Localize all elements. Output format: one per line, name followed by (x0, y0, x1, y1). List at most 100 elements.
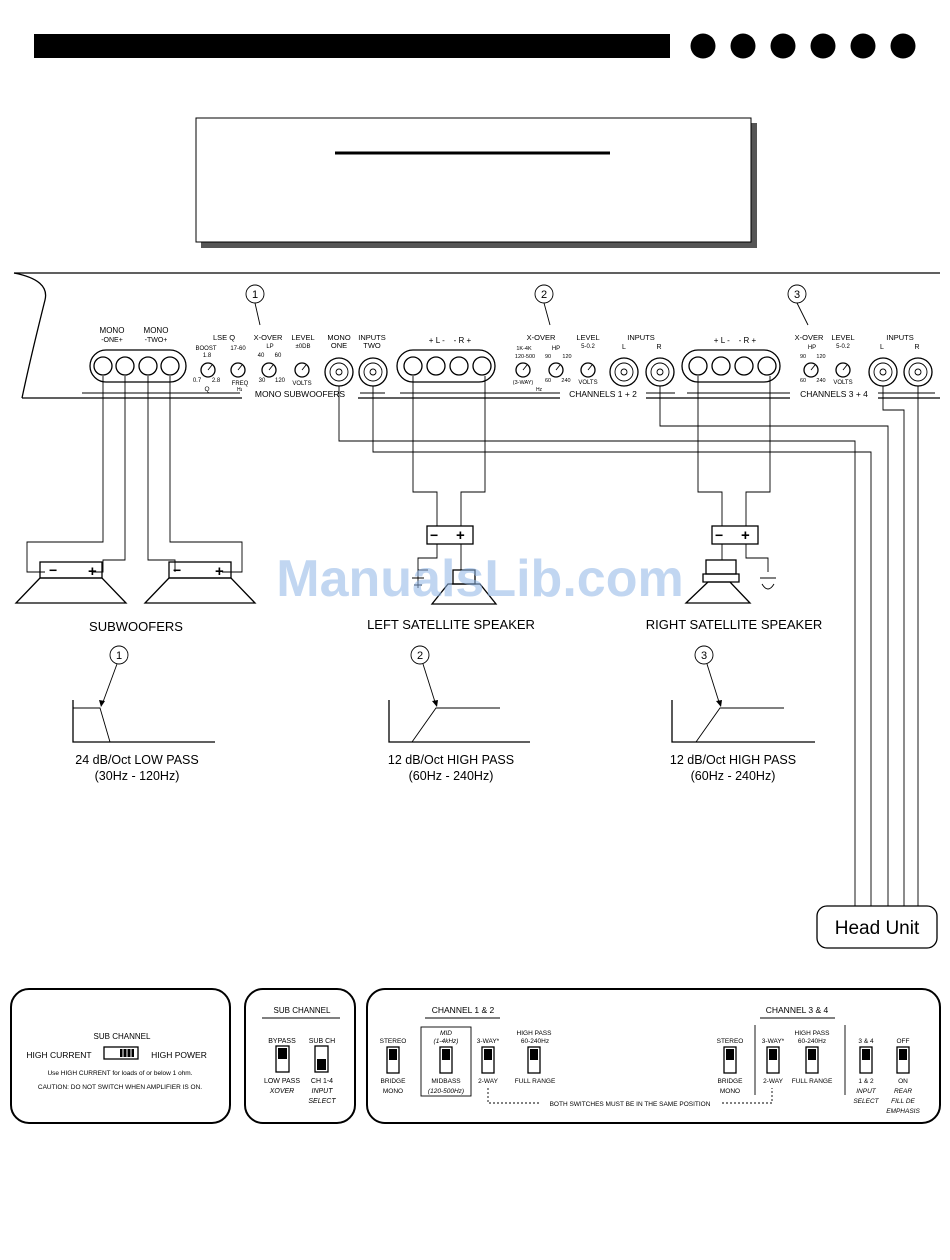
sub-select-caption: SELECT (308, 1098, 336, 1105)
ch34-highpass-switch[interactable] (805, 1046, 819, 1074)
header-dot (890, 33, 916, 59)
right-satellite-label: RIGHT SATELLITE SPEAKER (646, 617, 823, 632)
head-unit-box (816, 905, 938, 949)
header-dot (810, 33, 836, 59)
ch12-hz: Hz (536, 387, 543, 393)
ch12-three-way-label: 3-WAY* (477, 1038, 500, 1045)
header-dot (690, 33, 716, 59)
ch12-bridge-label: BRIDGE (381, 1078, 407, 1085)
header-dot (770, 33, 796, 59)
sub-input-caption: INPUT (312, 1088, 334, 1095)
terminal-mono-two-neg[interactable] (138, 356, 158, 376)
ch12-inputs-label: INPUTS (627, 333, 655, 342)
mono-level-knob[interactable] (294, 362, 310, 378)
ch34-hp-60: 60 (800, 378, 806, 384)
input-select-switch[interactable] (859, 1046, 873, 1074)
midbass-range-label: (120-500Hz) (428, 1088, 464, 1095)
ch12-3way-knob[interactable] (515, 362, 531, 378)
ch12-hp-label: HP (552, 346, 560, 352)
lp-30: 30 (259, 378, 266, 384)
ch12-high-pass-label: HIGH PASS (517, 1030, 553, 1037)
lse-freq-knob[interactable] (230, 362, 246, 378)
ch34-input-l-label: L (880, 344, 884, 351)
ch12-input-r-label: R (656, 344, 661, 351)
terminal-r-pos[interactable] (472, 356, 492, 376)
rear-fill-switch[interactable] (896, 1046, 910, 1074)
ch34-level-knob[interactable] (835, 362, 851, 378)
ch12-xover-label: X-OVER (527, 333, 556, 342)
svg-text:3: 3 (701, 650, 707, 662)
terminal-l-neg[interactable] (426, 356, 446, 376)
curve-high-pass-1: 2 12 dB/Oct HIGH PASS (60Hz - 240Hz) (388, 645, 530, 783)
ch12-stereo-bridge-switch[interactable] (386, 1046, 400, 1074)
ch12-full-range-label: FULL RANGE (515, 1078, 556, 1085)
ch12-level-knob[interactable] (580, 362, 596, 378)
svg-text:1: 1 (252, 289, 258, 301)
subwoofer-2: − + (143, 561, 257, 604)
freq-range: 17-60 (230, 346, 246, 352)
ch12-way-switch[interactable] (481, 1046, 495, 1074)
lp-40: 40 (258, 353, 265, 359)
curve-low-pass: 1 24 dB/Oct LOW PASS (30Hz - 120Hz) (72, 645, 215, 783)
mid-midbass-group (420, 1026, 472, 1097)
ch34-title: CHANNEL 3 & 4 (766, 1005, 829, 1015)
curve-high-pass-2: 3 12 dB/Oct HIGH PASS (60Hz - 240Hz) (670, 645, 815, 783)
terminal-mono-two-pos[interactable] (160, 356, 180, 376)
boost-value: 1.8 (203, 353, 212, 359)
mono-level-volts: VOLTS (292, 381, 311, 387)
mono-xover-knob[interactable] (261, 362, 277, 378)
ch34-bridge-label: BRIDGE (718, 1078, 744, 1085)
watermark: ManualsLib.com (276, 550, 683, 608)
ch34-stereo-bridge-switch[interactable] (723, 1046, 737, 1074)
right-satellite-speaker: − + (684, 525, 776, 604)
rca-ch34-left[interactable] (868, 357, 898, 387)
rca-mono-one[interactable] (324, 357, 354, 387)
mono-two-polarity: -TWO+ (145, 337, 168, 344)
ch34-hp-90: 90 (800, 354, 806, 360)
rca-mono-two[interactable] (358, 357, 388, 387)
ch12-highpass-switch[interactable] (527, 1046, 541, 1074)
terminal-r-neg-34[interactable] (734, 356, 754, 376)
ch34-level-range: 5-0.2 (836, 344, 850, 350)
ch34-stereo-label: STEREO (717, 1038, 744, 1045)
terminal-mono-one-pos[interactable] (115, 356, 135, 376)
mid-midbass-switch[interactable] (439, 1046, 453, 1074)
terminal-l-pos[interactable] (403, 356, 423, 376)
bypass-lowpass-switch[interactable] (275, 1045, 290, 1073)
high-current-power-switch[interactable] (103, 1046, 139, 1060)
ch34-two-way-label: 2-WAY (763, 1078, 784, 1085)
curve-high-pass-1-title: 12 dB/Oct HIGH PASS (388, 753, 514, 767)
rca-ch12-right[interactable] (645, 357, 675, 387)
mono-one-polarity: -ONE+ (101, 337, 123, 344)
terminal-r-pos-34[interactable] (757, 356, 777, 376)
rca-ch34-right[interactable] (903, 357, 933, 387)
ch12-hp-knob[interactable] (548, 362, 564, 378)
header-bar (34, 34, 670, 58)
curve-low-pass-title: 24 dB/Oct LOW PASS (75, 753, 198, 767)
q-min: 0.7 (193, 378, 202, 384)
terminal-l-pos-34[interactable] (688, 356, 708, 376)
lse-q-knob[interactable] (200, 362, 216, 378)
ch34-three-way-label: 3-WAY* (762, 1038, 785, 1045)
terminal-r-neg[interactable] (449, 356, 469, 376)
ch34-hp-120: 120 (816, 354, 825, 360)
left-satellite-label: LEFT SATELLITE SPEAKER (367, 617, 535, 632)
section-marker-2: 2 (534, 284, 554, 326)
mono-xover-label: X-OVER (254, 333, 283, 342)
boost-label: BOOST (195, 346, 216, 352)
sub-channel-xover-panel: SUB CHANNEL BYPASS LOW PASS XOVER SUB CH… (244, 988, 356, 1124)
sub-ch-input-switch[interactable] (314, 1045, 329, 1073)
ch14-label: CH 1-4 (311, 1078, 333, 1085)
q-max: 2.8 (212, 378, 221, 384)
ch34-inputs-label: INPUTS (886, 333, 914, 342)
channel-switch-panel: CHANNEL 1 & 2 CHANNEL 3 & 4 STEREO BRIDG… (366, 988, 941, 1124)
ch34-hp-knob[interactable] (803, 362, 819, 378)
rca-ch12-left[interactable] (609, 357, 639, 387)
head-unit-label: Head Unit (835, 918, 920, 939)
ch34-section-label: CHANNELS 3 + 4 (800, 389, 868, 399)
terminal-mono-one-neg[interactable] (93, 356, 113, 376)
ch12-hp-240: 240 (561, 378, 570, 384)
ch34-way-switch[interactable] (766, 1046, 780, 1074)
terminal-l-neg-34[interactable] (711, 356, 731, 376)
